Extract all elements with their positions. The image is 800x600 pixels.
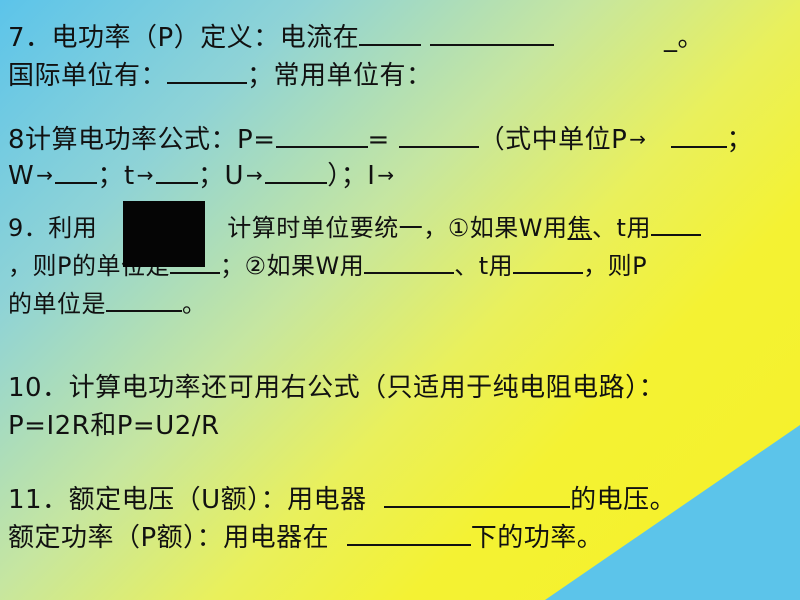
- q9-blank-4: [513, 248, 584, 274]
- q9-line3-prefix: 的单位是: [8, 290, 106, 318]
- q8-blank-4: [55, 158, 98, 184]
- q7-line1-end: _。: [664, 23, 705, 53]
- q11-line1-prefix: 11．额定电压（U额）：用电器: [8, 485, 367, 515]
- q9-blank-1: [650, 210, 701, 236]
- q9-line3: 的单位是 。: [8, 286, 207, 320]
- q8-blank-6: [265, 158, 328, 184]
- q8-line1-eq: =: [367, 125, 390, 155]
- q7-blank-3: [167, 58, 248, 84]
- q8-line2-sep1: ；t: [97, 161, 135, 191]
- q11-line1-end: 的电压。: [570, 485, 677, 515]
- q9-line1-t: 、t用: [592, 214, 651, 242]
- arrow-icon: →: [629, 127, 647, 151]
- arrow-icon: →: [377, 163, 395, 187]
- q7-line2: 国际单位有： ；常用单位有：: [8, 58, 433, 92]
- q10-line1: 10．计算电功率还可用右公式（只适用于纯电阻电路）：: [8, 373, 666, 403]
- q7-line1-text: 7．电功率（P）定义：电流在: [8, 23, 360, 53]
- q9-blank-5: [106, 286, 182, 312]
- q11-blank-1: [384, 482, 571, 508]
- arrow-icon: →: [36, 163, 54, 187]
- q9-line1-prefix: 9．利用: [8, 214, 98, 242]
- q8-line1-semicolon: ；: [726, 125, 754, 155]
- q9-line2-t: 、t用: [454, 252, 514, 280]
- q8-line1-paren: （式中单位P: [478, 125, 628, 155]
- q8-line1-prefix: 8计算电功率公式：P=: [8, 125, 276, 155]
- q7-line1: 7．电功率（P）定义：电流在 _。: [8, 20, 704, 54]
- q9-line1-jiao: 焦: [567, 214, 593, 242]
- q9-line2-end: ，则P: [583, 252, 648, 280]
- q10-line2: P=I2R和P=U2/R: [8, 411, 220, 441]
- q9-line2: ，则P的单位是；②如果W用、t用，则P: [8, 248, 647, 282]
- q8-line2-sep2: ；U: [197, 161, 244, 191]
- q7-line2-mid: ；常用单位有：: [247, 61, 433, 91]
- arrow-icon: →: [245, 163, 264, 187]
- q8-line1: 8计算电功率公式：P= = （式中单位P→ ；: [8, 122, 753, 156]
- q11-line2-prefix: 额定功率（P额）：用电器在: [8, 523, 330, 553]
- q9-line3-end: 。: [182, 290, 207, 318]
- q8-line2: W→；t→；U→）；I→: [8, 158, 397, 192]
- q8-blank-3: [670, 122, 727, 148]
- q9-line1-rest: 计算时单位要统一，①如果W用: [227, 214, 568, 242]
- q7-line2-prefix: 国际单位有：: [8, 61, 168, 91]
- q10-line1: 10．计算电功率还可用右公式（只适用于纯电阻电路）：: [8, 372, 665, 404]
- q8-blank-2: [398, 122, 479, 148]
- q7-blank-2: [430, 20, 554, 46]
- q10-line2: P=I2R和P=U2/R: [8, 410, 220, 442]
- arrow-icon: →: [136, 163, 154, 187]
- q8-line2-w: W: [8, 161, 35, 191]
- q9-blank-2: [169, 248, 220, 274]
- q9-line1: 9．利用 计算时单位要统一，①如果W用焦、t用: [8, 210, 701, 244]
- q11-blank-2: [346, 520, 471, 546]
- q7-blank-1: [359, 20, 422, 46]
- q8-blank-5: [155, 158, 198, 184]
- q8-line2-paren-close: ）；I: [327, 161, 376, 191]
- q9-line2-mid: ；②如果W用: [219, 252, 365, 280]
- q11-line2-end: 下的功率。: [470, 523, 604, 553]
- q8-blank-1: [275, 122, 368, 148]
- redacted-formula-image: [123, 201, 205, 267]
- q11-line2: 额定功率（P额）：用电器在 下的功率。: [8, 520, 603, 554]
- q9-blank-3: [364, 248, 455, 274]
- q11-line1: 11．额定电压（U额）：用电器 的电压。: [8, 482, 676, 516]
